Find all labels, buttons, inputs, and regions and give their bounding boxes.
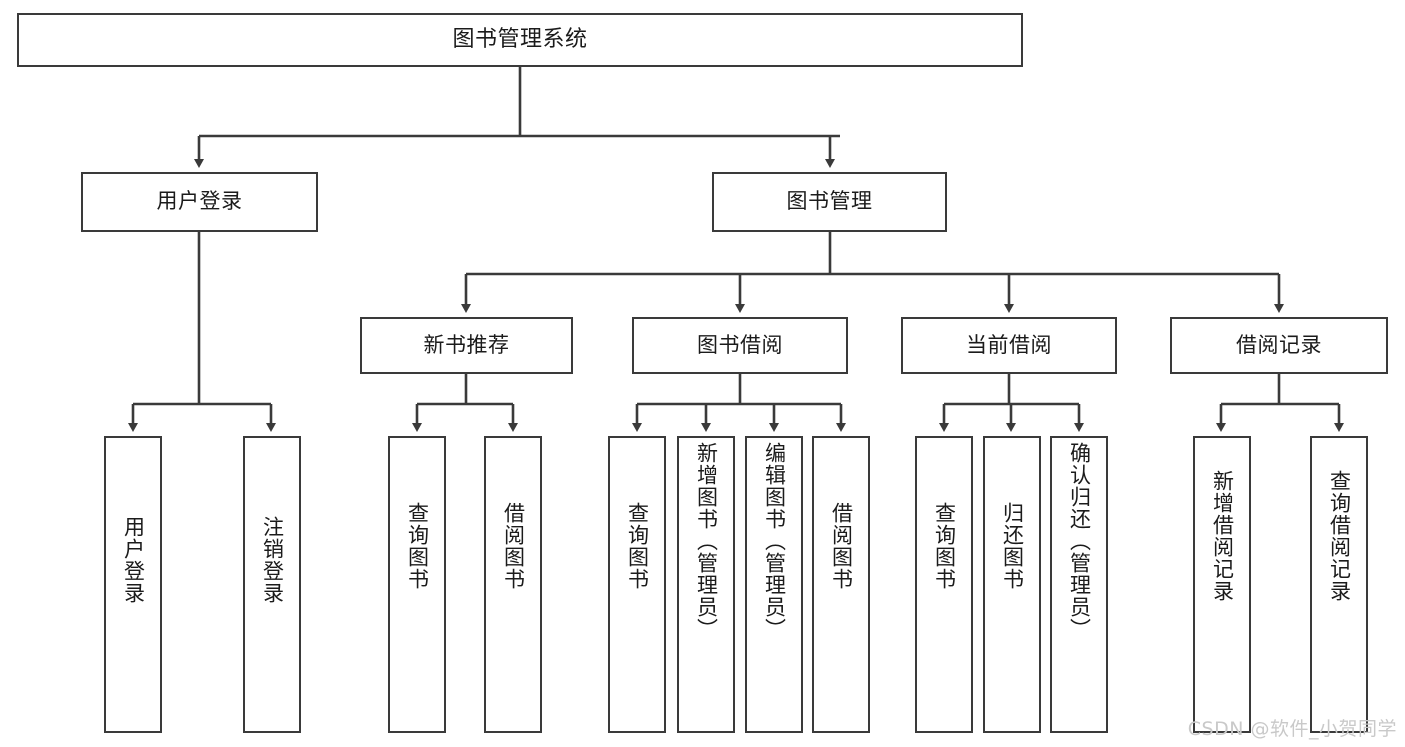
leaf-current-borrow-confirm-admin[interactable]: 确认归还（管理员） xyxy=(1050,436,1108,733)
leaf-book-borrow-query[interactable]: 查询图书 xyxy=(608,436,666,733)
csdn-watermark: CSDN @软件_小贺同学 xyxy=(1187,718,1397,740)
leaf-book-borrow-borrow[interactable]: 借阅图书 xyxy=(812,436,870,733)
node-new-book-recommend[interactable]: 新书推荐 xyxy=(360,317,573,374)
leaf-borrow-record-query[interactable]: 查询借阅记录 xyxy=(1310,436,1368,733)
node-book-borrow[interactable]: 图书借阅 xyxy=(632,317,848,374)
node-user-login[interactable]: 用户登录 xyxy=(81,172,318,232)
leaf-borrow-record-add[interactable]: 新增借阅记录 xyxy=(1193,436,1251,733)
leaf-current-borrow-query[interactable]: 查询图书 xyxy=(915,436,973,733)
leaf-book-borrow-edit-admin[interactable]: 编辑图书（管理员） xyxy=(745,436,803,733)
node-book-management[interactable]: 图书管理 xyxy=(712,172,947,232)
node-borrow-record[interactable]: 借阅记录 xyxy=(1170,317,1388,374)
leaf-new-book-borrow[interactable]: 借阅图书 xyxy=(484,436,542,733)
leaf-new-book-query[interactable]: 查询图书 xyxy=(388,436,446,733)
leaf-user-login-signin[interactable]: 用户登录 xyxy=(104,436,162,733)
node-root-system[interactable]: 图书管理系统 xyxy=(17,13,1023,67)
leaf-current-borrow-return[interactable]: 归还图书 xyxy=(983,436,1041,733)
leaf-user-login-signout[interactable]: 注销登录 xyxy=(243,436,301,733)
leaf-book-borrow-add-admin[interactable]: 新增图书（管理员） xyxy=(677,436,735,733)
node-current-borrow[interactable]: 当前借阅 xyxy=(901,317,1117,374)
